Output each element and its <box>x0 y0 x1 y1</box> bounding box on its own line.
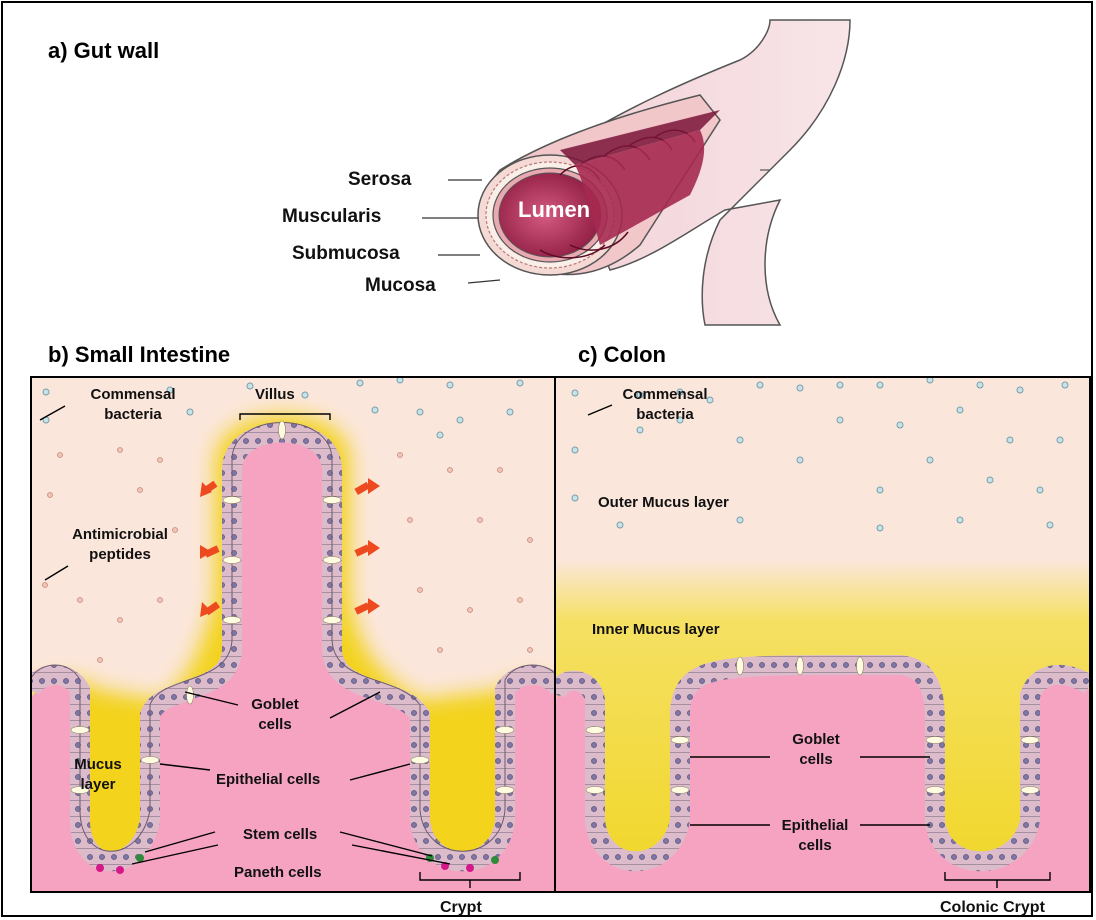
label-epithelial-b: Epithelial cells <box>216 770 320 790</box>
label-goblet-b: Goblet cells <box>240 695 310 735</box>
label-colonic-crypt: Colonic Crypt <box>940 898 1045 918</box>
label-villus: Villus <box>255 385 295 405</box>
label-stem-cells: Stem cells <box>243 825 317 845</box>
label-inner-mucus: Inner Mucus layer <box>592 620 720 640</box>
label-antimicrobial: Antimicrobial peptides <box>60 525 180 565</box>
label-commensal-c: Commensal bacteria <box>610 385 720 425</box>
label-crypt: Crypt <box>440 898 482 918</box>
label-outer-mucus: Outer Mucus layer <box>598 493 729 513</box>
label-paneth-cells: Paneth cells <box>234 863 322 883</box>
label-mucus-layer: Mucus layer <box>62 755 134 795</box>
label-epithelial-c: Epithelial cells <box>770 816 860 856</box>
label-commensal-b: Commensal bacteria <box>78 385 188 425</box>
panel-b-box <box>30 377 560 900</box>
label-goblet-c: Goblet cells <box>776 730 856 770</box>
